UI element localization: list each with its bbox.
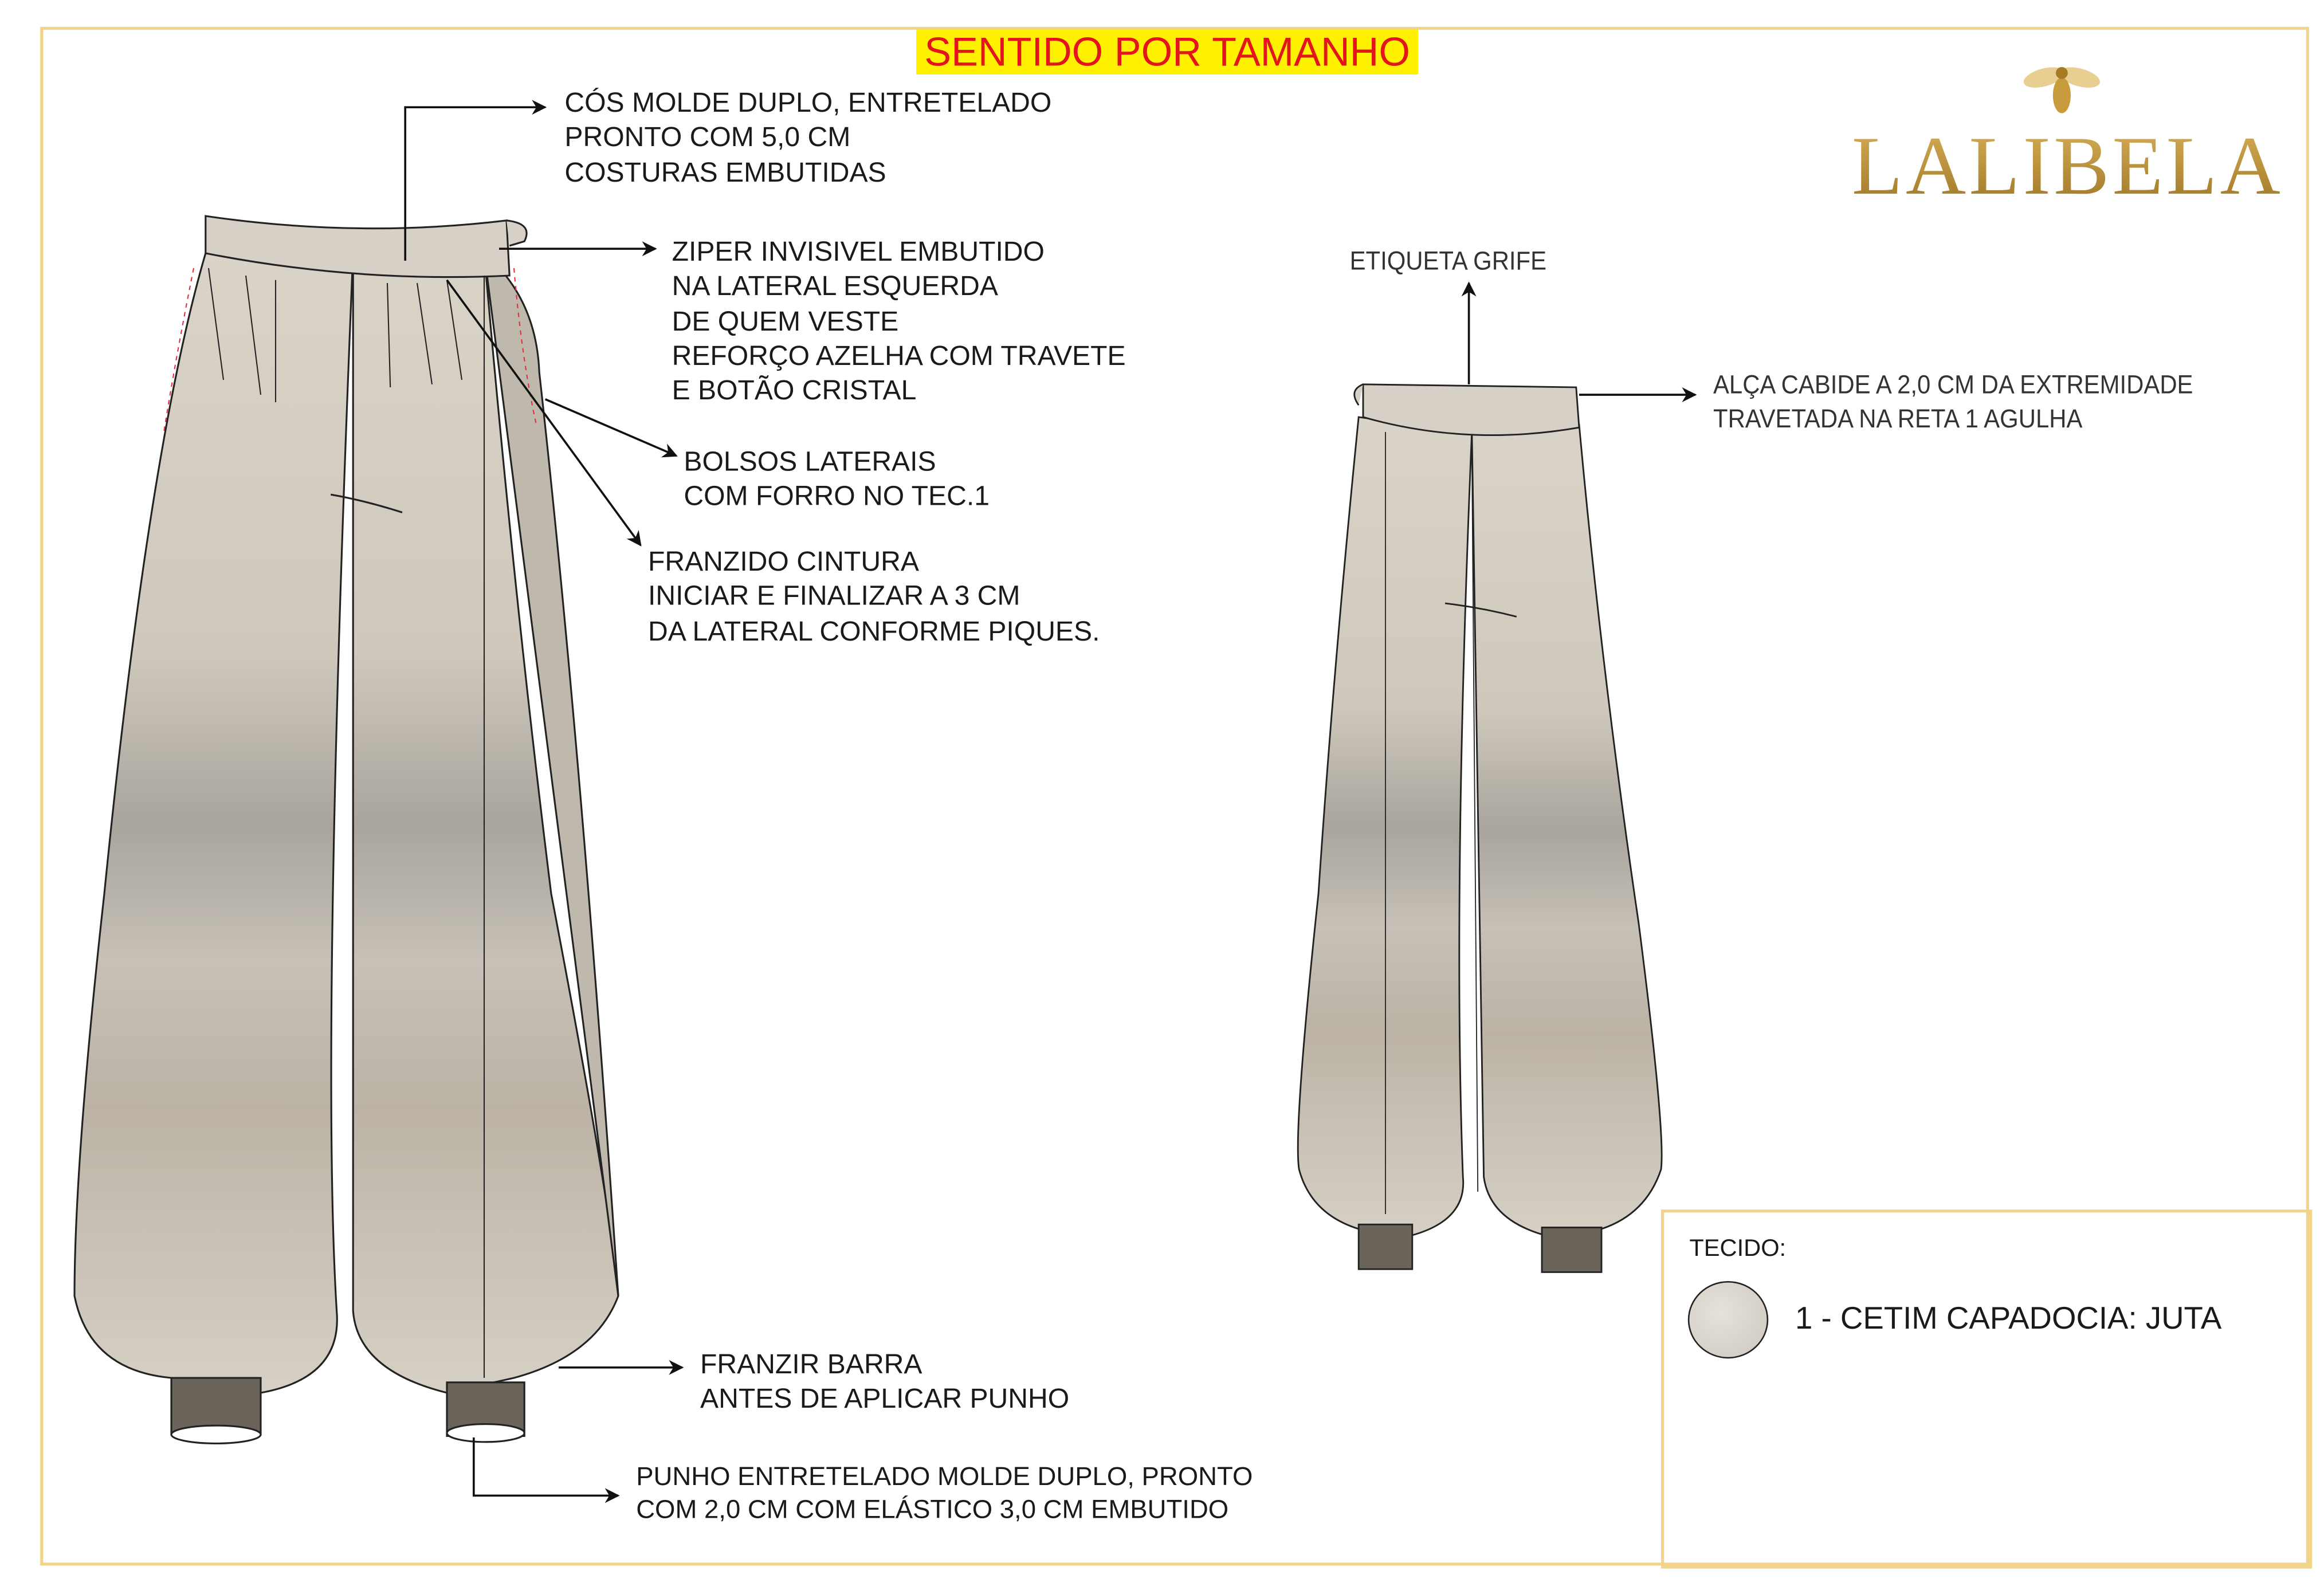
note-brand-label: ETIQUETA GRIFE	[1350, 244, 1546, 279]
note-line: ETIQUETA GRIFE	[1349, 245, 1547, 276]
note-line: INICIAR E FINALIZAR A 3 CM	[648, 580, 1020, 611]
note-line: COSTURAS EMBUTIDAS	[564, 155, 886, 187]
note-line: E BOTÃO CRISTAL	[672, 374, 917, 406]
note-line: REFORÇO AZELHA COM TRAVETE	[672, 339, 1126, 371]
note-line: COM FORRO NO TEC.1	[684, 480, 990, 512]
note-waistband: CÓS MOLDE DUPLO, ENTRETELADO PRONTO COM …	[564, 85, 1051, 189]
note-line: ZIPER INVISIVEL EMBUTIDO	[672, 235, 1045, 267]
page-title: SENTIDO POR TAMANHO	[916, 30, 1419, 74]
fabric-box: TECIDO: 1 - CETIM CAPADOCIA: JUTA	[1661, 1209, 2313, 1569]
note-line: PUNHO ENTRETELADO MOLDE DUPLO, PRONTO	[636, 1461, 1253, 1491]
note-line: DA LATERAL CONFORME PIQUES.	[648, 614, 1100, 646]
front-pants	[73, 215, 619, 1444]
note-line: ALÇA CABIDE A 2,0 CM DA EXTREMIDADE	[1713, 369, 2193, 399]
fabric-item: 1 - CETIM CAPADOCIA: JUTA	[1795, 1302, 2222, 1337]
note-line: CÓS MOLDE DUPLO, ENTRETELADO	[564, 86, 1052, 118]
note-line: NA LATERAL ESQUERDA	[672, 270, 998, 301]
back-pants	[1297, 383, 1663, 1273]
annotation-arrows	[404, 100, 1697, 1503]
note-line: TRAVETADA NA RETA 1 AGULHA	[1713, 404, 2083, 434]
fabric-swatch	[1687, 1281, 1769, 1359]
bee-icon	[2023, 66, 2100, 113]
note-hem: FRANZIR BARRA ANTES DE APLICAR PUNHO	[700, 1346, 1069, 1416]
note-hanger-loop: ALÇA CABIDE A 2,0 CM DA EXTREMIDADE TRAV…	[1713, 368, 2193, 437]
fabric-box-label: TECIDO:	[1689, 1236, 1787, 1262]
note-pockets: BOLSOS LATERAIS COM FORRO NO TEC.1	[684, 444, 990, 513]
note-line: FRANZIR BARRA	[700, 1348, 922, 1380]
note-line: FRANZIDO CINTURA	[648, 545, 919, 577]
page-frame	[40, 26, 2309, 1566]
note-line: DE QUEM VESTE	[672, 304, 899, 336]
note-line: ANTES DE APLICAR PUNHO	[700, 1382, 1070, 1415]
note-gathering: FRANZIDO CINTURA INICIAR E FINALIZAR A 3…	[648, 544, 1100, 648]
brand-logo: LALIBELA	[1852, 119, 2283, 214]
note-cuff: PUNHO ENTRETELADO MOLDE DUPLO, PRONTO CO…	[636, 1460, 1253, 1525]
note-line: BOLSOS LATERAIS	[684, 445, 936, 477]
note-line: PRONTO COM 5,0 CM	[564, 121, 851, 152]
note-zipper: ZIPER INVISIVEL EMBUTIDO NA LATERAL ESQU…	[672, 234, 1126, 407]
note-line: COM 2,0 CM COM ELÁSTICO 3,0 CM EMBUTIDO	[636, 1494, 1229, 1524]
